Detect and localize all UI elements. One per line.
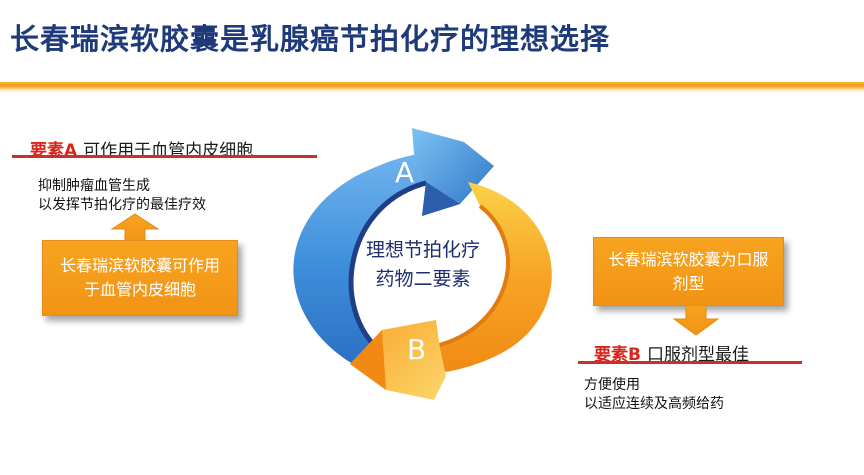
- blue-cycle-arc: [293, 153, 430, 372]
- element-a-heading-text: 可作用于血管内皮细胞: [83, 141, 254, 161]
- slide-title: 长春瑞滨软胶囊是乳腺癌节拍化疗的理想选择: [10, 22, 611, 56]
- blue-arc-inner-edge: [348, 179, 431, 354]
- cycle-center-label: 理想节拍化疗 药物二要素: [352, 236, 494, 294]
- down-arrow-icon: [672, 304, 720, 336]
- element-a-underline: [12, 155, 317, 158]
- element-b-key: 要素B: [594, 345, 641, 365]
- title-divider: [0, 82, 864, 89]
- cycle-center-line-2: 药物二要素: [375, 268, 471, 290]
- cycle-graphic: [293, 128, 552, 400]
- element-b-underline: [578, 361, 802, 364]
- element-b-desc-line-2: 以适应连续及高频给药: [584, 396, 724, 412]
- cycle-letter-a: A: [395, 156, 415, 189]
- element-a-description: 抑制肿瘤血管生成 以发挥节拍化疗的最佳疗效: [38, 177, 206, 215]
- element-b-box: 长春瑞滨软胶囊为口服剂型: [593, 237, 784, 306]
- orange-arc-inner-edge: [425, 204, 510, 350]
- element-a-box: 长春瑞滨软胶囊可作用于血管内皮细胞: [42, 240, 238, 316]
- element-a-desc-line-2: 以发挥节拍化疗的最佳疗效: [38, 197, 206, 213]
- cycle-center-line-1: 理想节拍化疗: [365, 239, 480, 261]
- element-a-box-text: 长春瑞滨软胶囊可作用于血管内皮细胞: [59, 256, 220, 299]
- cycle-letter-b: B: [407, 333, 427, 366]
- element-b-box-text: 长春瑞滨软胶囊为口服剂型: [608, 249, 769, 293]
- element-b-heading-text: 口服剂型最佳: [646, 345, 749, 365]
- title-divider-shadow: [0, 89, 864, 93]
- element-b-description: 方便使用 以适应连续及高频给药: [584, 376, 724, 414]
- element-a-key: 要素A: [30, 141, 78, 161]
- element-b-desc-line-1: 方便使用: [584, 377, 640, 393]
- orange-cycle-arc: [426, 182, 552, 374]
- element-a-desc-line-1: 抑制肿瘤血管生成: [38, 178, 150, 194]
